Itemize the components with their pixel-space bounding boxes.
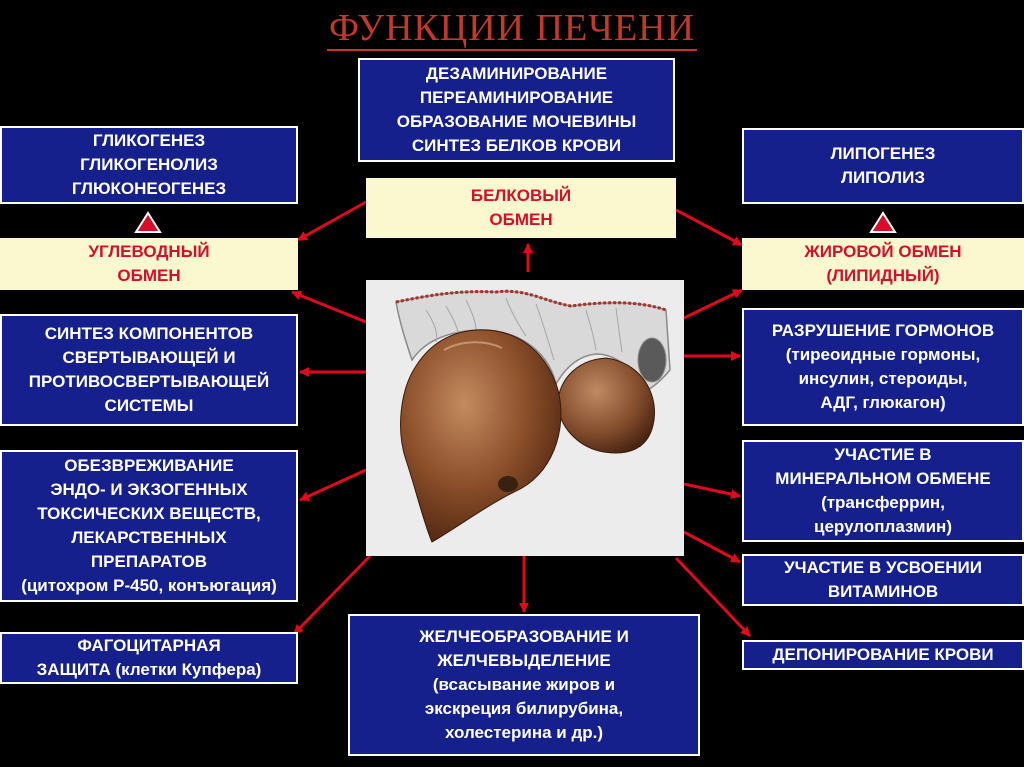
arrow-to-vitamins	[683, 530, 741, 564]
arrow-to-blood-depot	[674, 556, 752, 638]
detox-box: ОБЕЗВРЕЖИВАНИЕ ЭНДО- И ЭКЗОГЕННЫХ ТОКСИЧ…	[0, 450, 298, 602]
coagulation-box: СИНТЕЗ КОМПОНЕНТОВ СВЕРТЫВАЮЩЕЙ И ПРОТИВ…	[0, 314, 298, 426]
blood-depot-box: ДЕПОНИРОВАНИЕ КРОВИ	[742, 640, 1024, 670]
page-title: ФУНКЦИИ ПЕЧЕНИ	[326, 7, 698, 51]
bile-box: ЖЕЛЧЕОБРАЗОВАНИЕ И ЖЕЛЧЕВЫДЕЛЕНИЕ (всасы…	[348, 614, 700, 756]
carb-up-triangle-icon	[134, 211, 162, 233]
carb-functions-box: ГЛИКОГЕНЕЗ ГЛИКОГЕНОЛИЗ ГЛЮКОНЕОГЕНЕЗ	[0, 126, 298, 204]
lipid-category-box: ЖИРОВОЙ ОБМЕН (ЛИПИДНЫЙ)	[742, 238, 1024, 290]
arrow-to-mineral	[683, 482, 741, 500]
hormones-box: РАЗРУШЕНИЕ ГОРМОНОВ (тиреоидные гормоны,…	[742, 308, 1024, 426]
arrow-to-lipid	[683, 288, 743, 320]
arrow-protein-to-lipid	[675, 208, 743, 247]
arrow-to-phagocytic	[292, 554, 372, 636]
liver-illustration	[366, 280, 684, 556]
arrow-protein-to-carb	[297, 200, 367, 242]
lipid-functions-box: ЛИПОГЕНЕЗ ЛИПОЛИЗ	[742, 128, 1024, 204]
arrow-to-detox	[299, 468, 367, 502]
arrow-to-carb	[291, 290, 367, 324]
lipid-up-triangle-icon	[869, 211, 897, 233]
protein-category-box: БЕЛКОВЫЙ ОБМЕН	[366, 178, 676, 238]
carb-category-box: УГЛЕВОДНЫЙ ОБМЕН	[0, 238, 298, 290]
phagocytic-box: ФАГОЦИТАРНАЯ ЗАЩИТА (клетки Купфера)	[0, 632, 298, 684]
mineral-box: УЧАСТИЕ В МИНЕРАЛЬНОМ ОБМЕНЕ (трансферри…	[742, 440, 1024, 542]
vitamins-box: УЧАСТИЕ В УСВОЕНИИ ВИТАМИНОВ	[742, 554, 1024, 606]
protein-functions-box: ДЕЗАМИНИРОВАНИЕ ПЕРЕАМИНИРОВАНИЕ ОБРАЗОВ…	[358, 58, 675, 162]
